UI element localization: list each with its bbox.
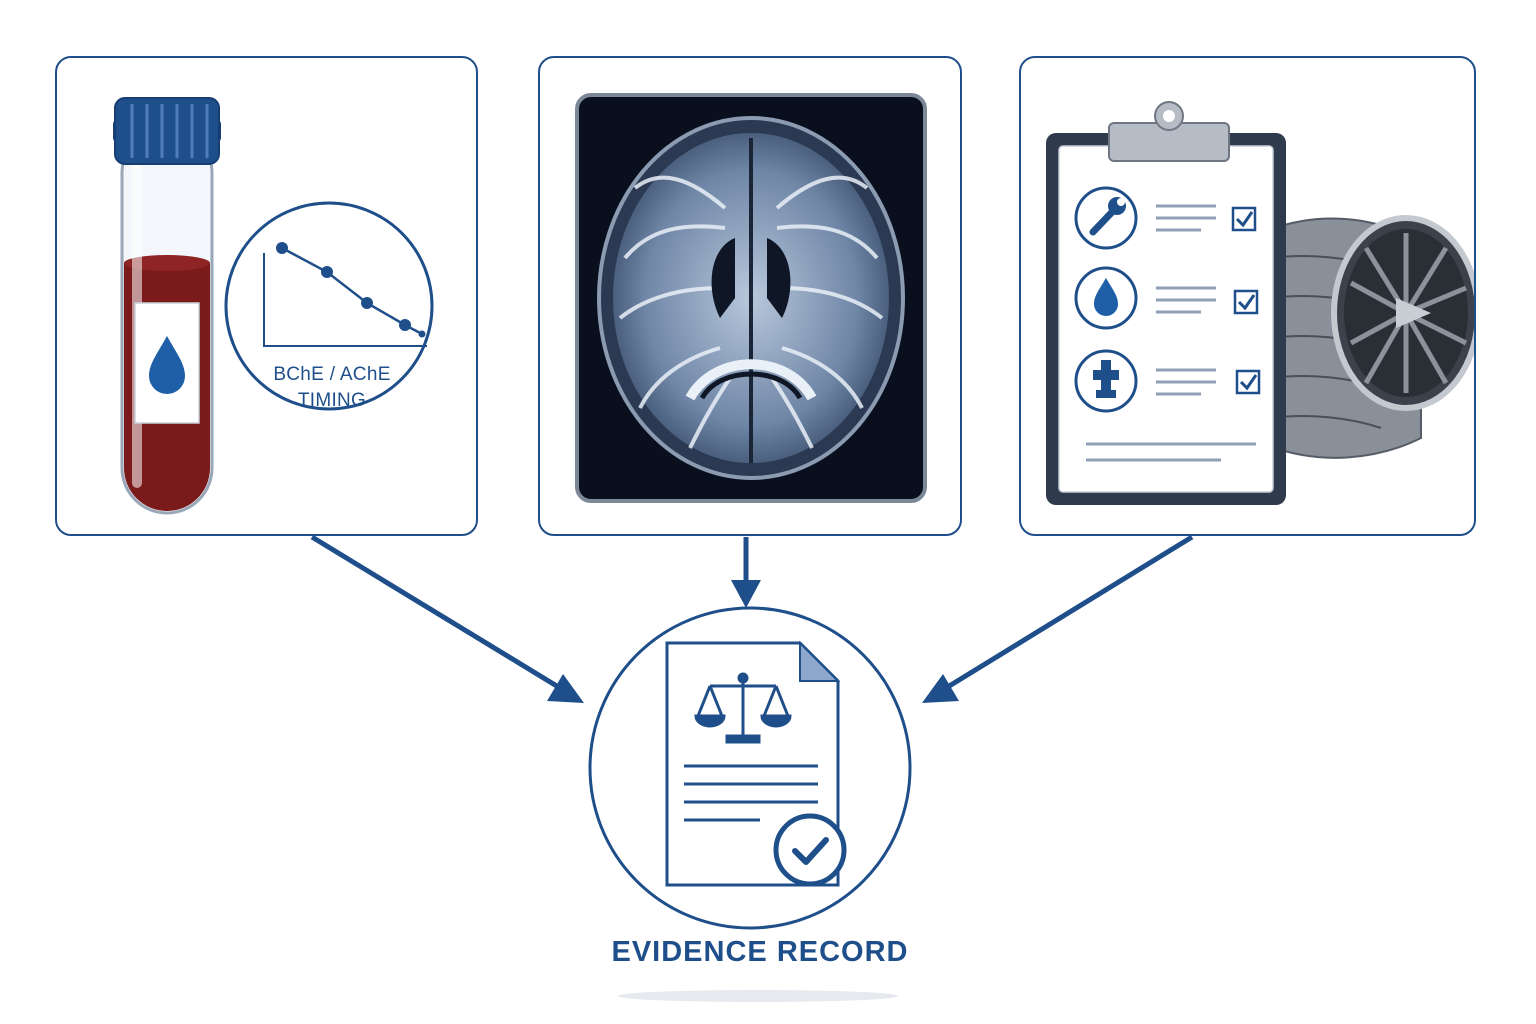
blood-drop-icon bbox=[149, 336, 185, 394]
wrench-icon bbox=[1089, 197, 1126, 236]
brain-mri-panel bbox=[538, 56, 962, 536]
checklist-row-wrench bbox=[1074, 186, 1257, 250]
timing-circle bbox=[224, 201, 434, 411]
fluid-drop-icon bbox=[1094, 278, 1118, 316]
maintenance-art bbox=[1046, 101, 1474, 505]
arrow-from-mri bbox=[731, 537, 761, 608]
clipboard-footer-lines bbox=[1086, 442, 1256, 462]
hub-shadow bbox=[618, 990, 898, 1002]
document-icon bbox=[665, 640, 841, 887]
checklist-row-fluid bbox=[1074, 266, 1259, 330]
checkbox-icon bbox=[1235, 369, 1261, 395]
arrow-from-maintenance bbox=[922, 534, 1194, 703]
decline-chart-icon bbox=[263, 242, 427, 347]
checkbox-icon bbox=[1233, 289, 1259, 315]
timing-label-line1: BChE / AChE bbox=[273, 364, 391, 385]
evidence-hub-circle bbox=[588, 606, 912, 930]
evidence-record-label: EVIDENCE RECORD bbox=[611, 936, 909, 968]
check-badge-icon bbox=[773, 813, 847, 887]
brain-mri-icon bbox=[575, 93, 927, 503]
component-icon bbox=[1093, 360, 1119, 398]
timing-label: BChE / AChE TIMING bbox=[237, 362, 427, 414]
timing-label-line2: TIMING bbox=[297, 390, 367, 411]
checkbox-icon bbox=[1231, 206, 1257, 232]
arrow-from-blood bbox=[310, 534, 584, 703]
scales-of-justice-icon bbox=[694, 672, 792, 744]
blood-tube-icon bbox=[113, 97, 221, 515]
blood-panel-art bbox=[113, 97, 434, 515]
blood-sample-panel: BChE / AChE TIMING bbox=[55, 56, 478, 536]
jet-engine-icon bbox=[1260, 215, 1474, 459]
checklist-row-component bbox=[1074, 349, 1261, 413]
maintenance-panel bbox=[1019, 56, 1476, 536]
